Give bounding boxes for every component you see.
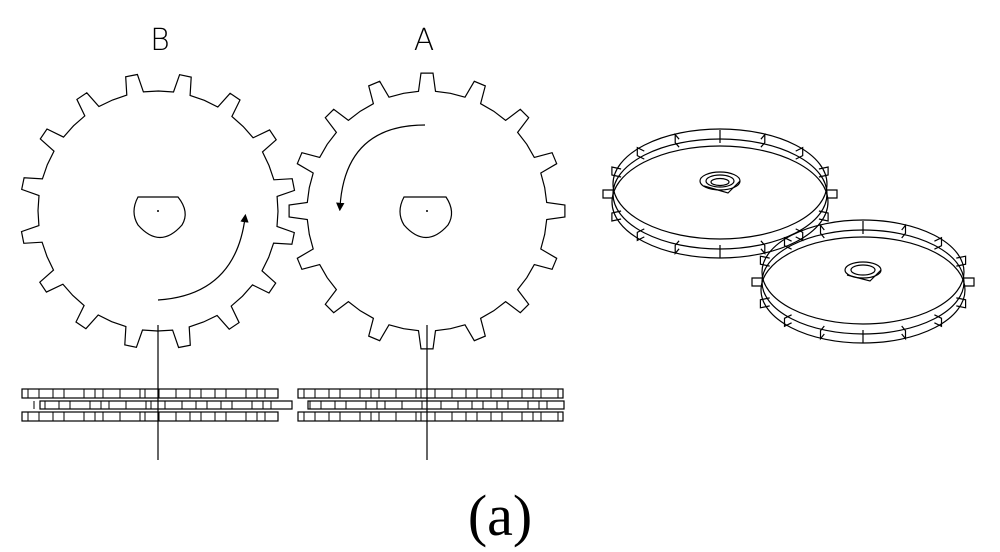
- gear-label-a: A: [414, 23, 435, 58]
- gear-b: [20, 73, 296, 460]
- gear-b-side-view: [21, 388, 293, 422]
- gear-a-outline: [288, 72, 566, 350]
- figure-caption: (a): [468, 483, 532, 548]
- gear-a-hub: [399, 196, 453, 239]
- gear-a-side-view: [297, 388, 565, 422]
- gear-3d-upper: [602, 128, 838, 259]
- gear-a-rotation-arrow: [336, 124, 426, 212]
- gear-3d-lower: [751, 219, 975, 344]
- gear-b-hub: [133, 196, 186, 239]
- gear-a: [288, 72, 566, 460]
- gear-pair-3d-view: [602, 128, 975, 344]
- gear-b-rotation-arrow: [157, 213, 249, 301]
- gear-b-outline: [20, 73, 296, 349]
- gear-label-b: B: [150, 23, 170, 58]
- gear-a-center: [426, 210, 428, 212]
- gear-b-center: [157, 210, 159, 212]
